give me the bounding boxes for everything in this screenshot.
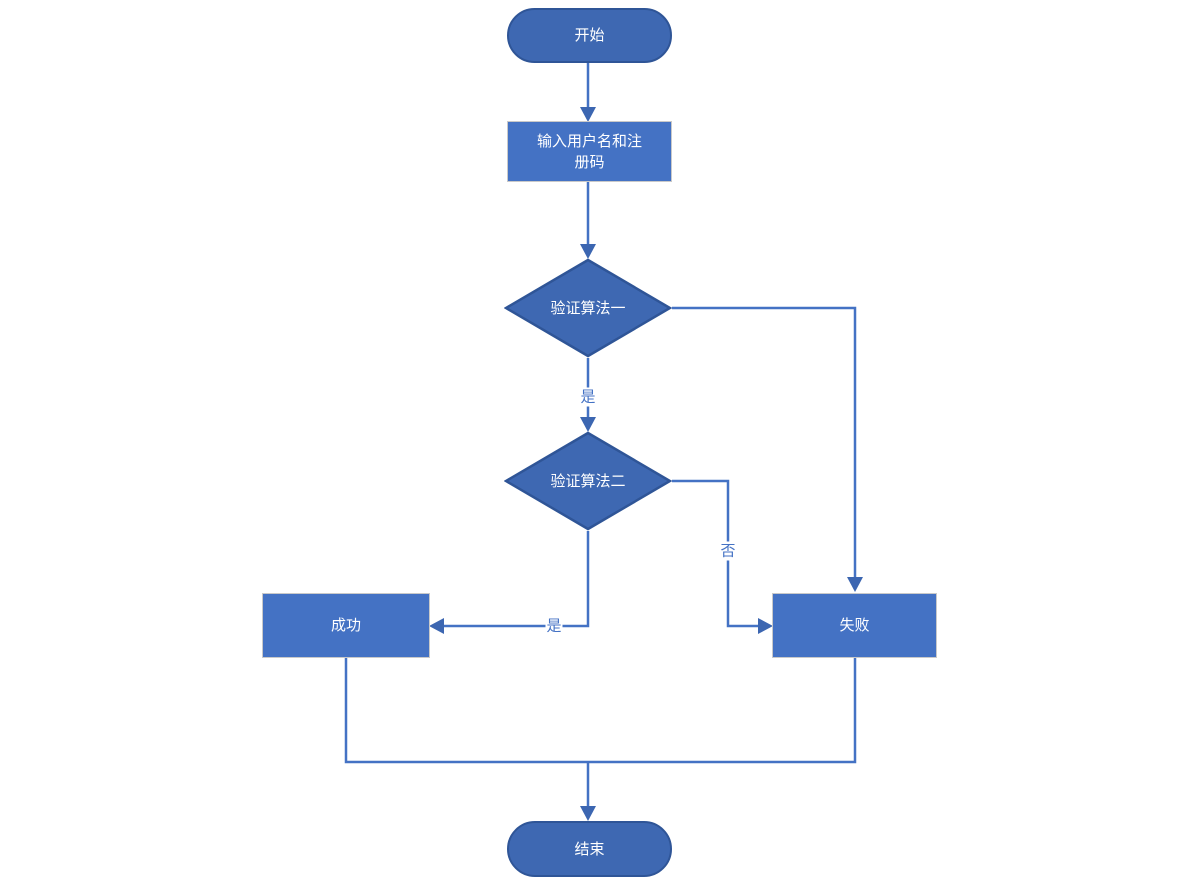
edge-label-verify2-no: 否 bbox=[719, 541, 737, 561]
node-fail: 失败 bbox=[772, 593, 937, 658]
node-verify2: 验证算法二 bbox=[504, 431, 672, 531]
node-input: 输入用户名和注册码 bbox=[507, 121, 672, 182]
node-verify1-label: 验证算法一 bbox=[550, 298, 626, 317]
node-end: 结束 bbox=[507, 821, 672, 877]
node-end-label: 结束 bbox=[574, 839, 605, 858]
node-success: 成功 bbox=[262, 593, 430, 658]
arrowhead-down-icon bbox=[580, 806, 596, 821]
connector-line bbox=[672, 479, 759, 628]
node-verify1: 验证算法一 bbox=[504, 258, 672, 358]
connector-start-to-input bbox=[580, 63, 596, 122]
node-start: 开始 bbox=[507, 8, 672, 63]
arrowhead-left-icon bbox=[429, 618, 444, 634]
node-verify2-label: 验证算法二 bbox=[550, 471, 626, 490]
connector-line bbox=[672, 306, 857, 578]
edge-label-verify2-yes: 是 bbox=[545, 616, 563, 636]
connector-merge-to-end bbox=[344, 658, 857, 821]
diamond-shape bbox=[504, 258, 672, 358]
arrowhead-down-icon bbox=[580, 107, 596, 122]
connector-verify2-to-success bbox=[429, 531, 590, 634]
node-start-label: 开始 bbox=[574, 26, 605, 44]
connector-line bbox=[443, 531, 590, 628]
arrowhead-down-icon bbox=[580, 244, 596, 259]
arrowhead-right-icon bbox=[758, 618, 773, 634]
connector-verify1-to-fail bbox=[672, 306, 863, 592]
arrowhead-down-icon bbox=[847, 577, 863, 592]
diamond-shape bbox=[504, 431, 672, 531]
connector-line bbox=[344, 658, 857, 764]
node-input-label: 输入用户名和注册码 bbox=[536, 131, 642, 171]
edge-label-verify1-yes: 是 bbox=[579, 387, 597, 407]
node-fail-label: 失败 bbox=[839, 616, 870, 634]
arrowhead-down-icon bbox=[580, 417, 596, 432]
node-success-label: 成功 bbox=[330, 616, 361, 634]
connector-input-to-verify1 bbox=[580, 182, 596, 259]
